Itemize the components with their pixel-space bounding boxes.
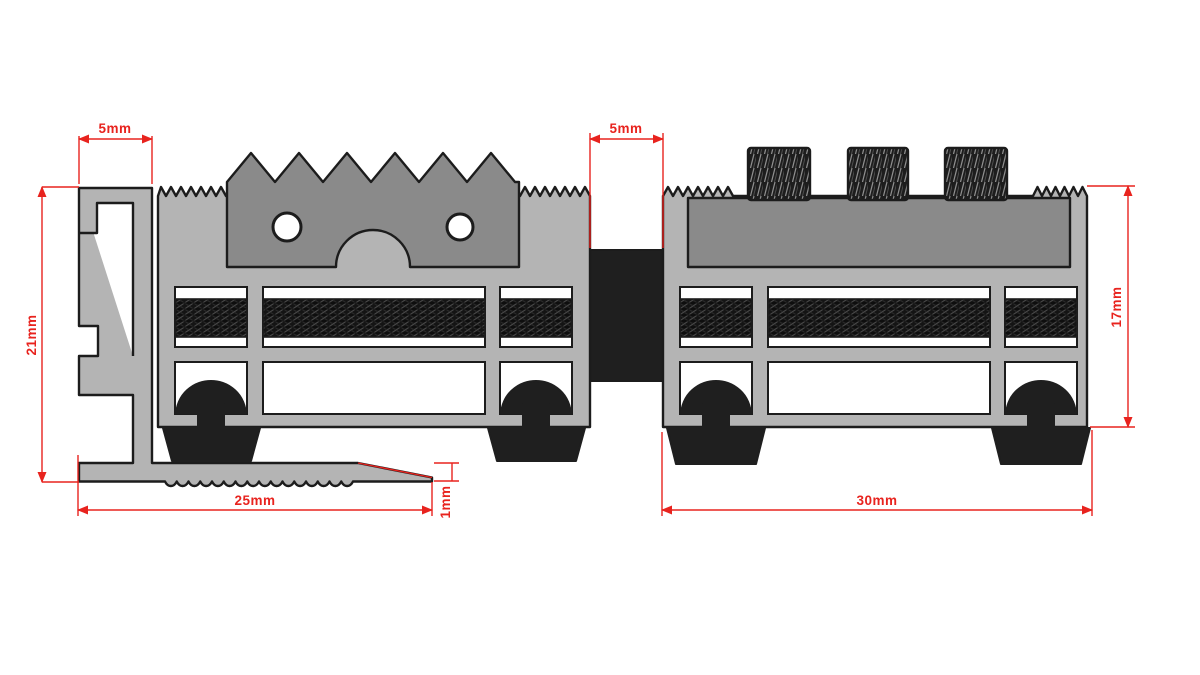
dimension-label-frame-height: 21mm [24, 314, 39, 355]
edge-frame-profile-with-ramp [77, 186, 434, 488]
dimension-label-frame-width: 5mm [98, 121, 131, 136]
carpet-strip-segment [679, 298, 753, 338]
rubber-foot-cap [500, 380, 572, 414]
rubber-foot-base [666, 427, 766, 465]
carpet-strip-segment [174, 298, 248, 338]
rubber-foot-base [487, 427, 586, 462]
screw-hole-left [271, 211, 303, 243]
carpet-strip-segment [499, 298, 573, 338]
saw-tooth-tread-insert [225, 151, 521, 269]
brush-tuft-3 [943, 146, 1009, 202]
dimension-label-expansion-gap: 5mm [609, 121, 642, 136]
rubber-foot-cap [680, 380, 752, 414]
carpet-strip-segment [262, 298, 486, 338]
rubber-foot-base [162, 427, 261, 462]
chamber-opening [767, 361, 991, 415]
brush-tuft-2 [846, 146, 910, 202]
rubber-foot-cap [175, 380, 247, 414]
brush-tuft-1 [746, 146, 812, 202]
carpet-strip-segment [767, 298, 991, 338]
rubber-foot-cap [1005, 380, 1077, 414]
dimension-label-plate-edge: 1mm [438, 485, 453, 518]
dimension-label-profile-width: 30mm [856, 493, 897, 508]
carpet-strip-segment [1004, 298, 1078, 338]
taper-highlight-line [357, 462, 433, 479]
dimension-label-profile-height: 17mm [1109, 286, 1124, 327]
chamber-opening [262, 361, 486, 415]
screw-hole-right [445, 212, 475, 242]
rubber-hinge-connector [589, 249, 664, 382]
dimension-label-base-plate-width: 25mm [234, 493, 275, 508]
flat-tread-insert [686, 196, 1072, 269]
rubber-foot-base [991, 427, 1091, 465]
